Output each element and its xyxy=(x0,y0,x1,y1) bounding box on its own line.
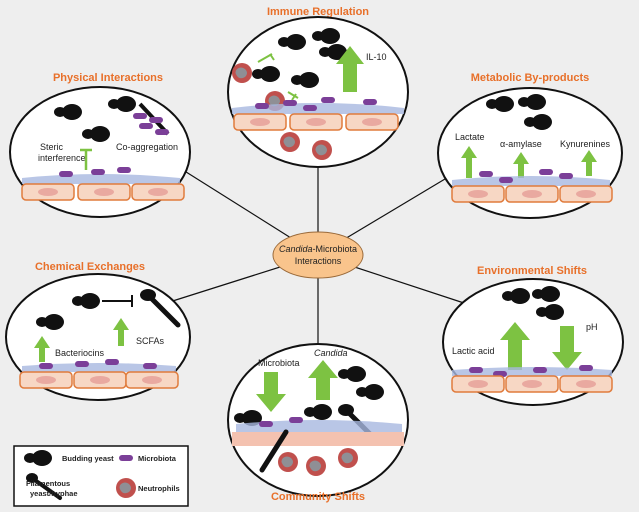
inhibition-line xyxy=(287,91,299,99)
microbiota xyxy=(255,103,269,109)
microbiota xyxy=(363,99,377,105)
microbiota xyxy=(289,417,303,423)
label-ph: pH xyxy=(586,322,598,332)
up-arrow xyxy=(513,152,529,178)
label-scfas: SCFAs xyxy=(136,336,165,346)
neutrophil xyxy=(278,452,298,472)
center-label-line1: Candida-Microbiota xyxy=(279,244,357,254)
label-microbiota: Microbiota xyxy=(258,358,300,368)
epithelial-cell xyxy=(233,113,287,131)
microbiota xyxy=(259,421,273,427)
legend-hypha-icon xyxy=(30,476,62,500)
decrease-arrow xyxy=(256,372,286,412)
panel-metabolic-byproducts: Metabolic By-products Lactate α-amylase … xyxy=(437,72,623,219)
microbiota xyxy=(75,361,89,367)
center-node: Candida-Microbiota Interactions xyxy=(272,231,364,279)
microbiota xyxy=(321,97,335,103)
label-lactic-acid: Lactic acid xyxy=(452,346,495,356)
panel-title: Physical Interactions xyxy=(53,72,163,84)
label-kynurenines: Kynurenines xyxy=(560,139,611,149)
label-il10: IL-10 xyxy=(366,52,387,62)
neutrophil xyxy=(306,456,326,476)
epithelial-cell xyxy=(131,183,185,201)
increase-arrow xyxy=(308,360,338,400)
microbiota xyxy=(149,117,163,123)
microbiota xyxy=(139,123,153,129)
up-arrow xyxy=(461,146,477,178)
epithelial-cell xyxy=(505,185,559,203)
epithelial-cell xyxy=(125,371,179,389)
label-steric-1: Steric xyxy=(40,142,64,152)
microbiota xyxy=(283,100,297,106)
up-arrow xyxy=(34,336,50,362)
epithelial-cell xyxy=(451,375,505,393)
legend-label-microbiota: Microbiota xyxy=(138,454,177,463)
epithelial-cell xyxy=(505,375,559,393)
label-bacteriocins: Bacteriocins xyxy=(55,348,105,358)
epithelial-cell xyxy=(451,185,505,203)
neutrophil xyxy=(338,448,358,468)
microbiota xyxy=(143,363,157,369)
epithelial-cell xyxy=(73,371,127,389)
microbiota xyxy=(533,367,547,373)
increase-arrow xyxy=(336,46,364,92)
epithelial-cell xyxy=(289,113,343,131)
panel-community-shifts: Community Shifts Microbiota Candida xyxy=(227,343,409,503)
legend-label-neutrophils: Neutrophils xyxy=(138,484,180,493)
microbiota xyxy=(155,129,169,135)
up-arrow xyxy=(113,318,129,346)
panel-title: Chemical Exchanges xyxy=(35,261,145,273)
epithelial-cell xyxy=(345,113,399,131)
legend-microbiota-icon xyxy=(119,455,133,461)
inhibition-line xyxy=(257,53,273,63)
legend-label-filamentous-2: yeast/hyphae xyxy=(30,489,78,498)
microbiota xyxy=(105,359,119,365)
label-steric-2: interference xyxy=(38,153,86,163)
neutrophil xyxy=(280,132,300,152)
legend-neutrophil-icon xyxy=(116,478,136,498)
legend-label-budding-yeast: Budding yeast xyxy=(62,454,114,463)
neutrophil xyxy=(312,140,332,160)
label-coaggregation: Co-aggregation xyxy=(116,142,178,152)
panel-physical-interactions: Physical Interactions Steric interferenc… xyxy=(9,72,191,218)
panel-title: Immune Regulation xyxy=(267,6,369,18)
microbiota xyxy=(469,367,483,373)
center-label-line2: Interactions xyxy=(295,256,342,266)
neutrophil xyxy=(232,63,252,83)
panel-title: Community Shifts xyxy=(271,491,365,503)
label-lactate: Lactate xyxy=(455,132,485,142)
panel-title: Metabolic By-products xyxy=(471,72,590,84)
up-arrow xyxy=(581,150,597,176)
microbiota xyxy=(39,363,53,369)
filamentous-hypha xyxy=(259,429,289,473)
panel-title: Environmental Shifts xyxy=(477,265,587,277)
microbiota xyxy=(579,365,593,371)
microbiota xyxy=(559,173,573,179)
epithelial-cell xyxy=(19,371,73,389)
microbiota xyxy=(479,171,493,177)
epithelial-cell xyxy=(21,183,75,201)
legend-label-filamentous-1: Filamentous xyxy=(26,479,70,488)
microbiota xyxy=(303,105,317,111)
decrease-arrow xyxy=(552,326,582,370)
microbiota xyxy=(59,171,73,177)
legend: Budding yeast Microbiota Filamentous yea… xyxy=(13,445,189,507)
panel-environmental-shifts: Environmental Shifts Lactic acid pH xyxy=(442,265,624,406)
microbiota xyxy=(91,169,105,175)
label-candida: Candida xyxy=(314,348,348,358)
panel-chemical-exchanges: Chemical Exchanges Bacteriocins SCFAs xyxy=(5,261,191,401)
microbiota xyxy=(133,113,147,119)
microbiota xyxy=(499,177,513,183)
epithelial-cell xyxy=(559,375,613,393)
epithelial-cell xyxy=(559,185,613,203)
panel-immune-regulation: Immune Regulation IL-10 xyxy=(227,6,409,168)
label-amylase: α-amylase xyxy=(500,139,542,149)
epithelial-cell xyxy=(77,183,131,201)
microbiota xyxy=(117,167,131,173)
microbiota xyxy=(539,169,553,175)
increase-arrow xyxy=(500,322,530,370)
